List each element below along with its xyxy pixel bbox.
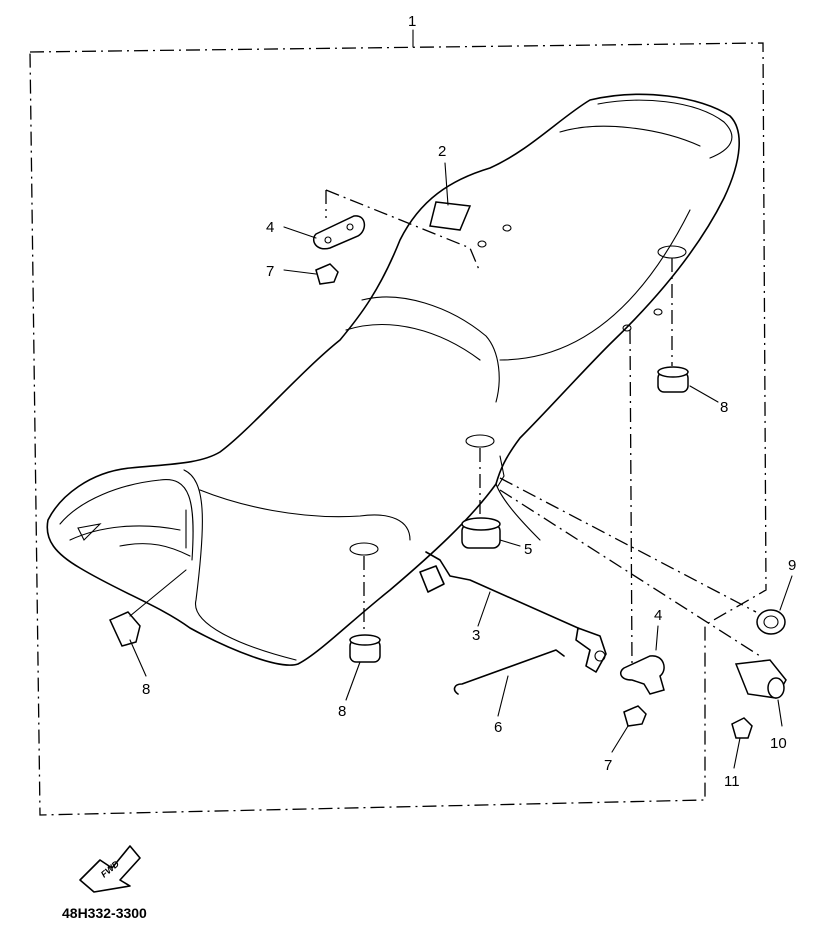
part-10-lock-cylinder bbox=[734, 659, 787, 699]
callout-2: 2 bbox=[438, 143, 446, 160]
leader-4-lower bbox=[655, 625, 659, 651]
leader-7-lower bbox=[611, 725, 629, 753]
part-6-cable bbox=[453, 649, 565, 695]
leader-10 bbox=[777, 699, 783, 727]
leader-7-upper bbox=[283, 269, 317, 275]
drawing-code: 48H332-3300 bbox=[62, 905, 147, 921]
callout-8-left: 8 bbox=[142, 681, 150, 698]
callout-5: 5 bbox=[524, 541, 532, 558]
leader-8-bottom bbox=[345, 661, 361, 701]
part-3-lock-rod bbox=[419, 551, 607, 673]
assembly-boundary bbox=[29, 42, 767, 816]
seat bbox=[46, 93, 740, 666]
callout-7-lower: 7 bbox=[604, 757, 612, 774]
fwd-arrow-icon: FWD bbox=[79, 845, 141, 893]
leader-4-upper bbox=[283, 226, 317, 239]
part-9-grommet bbox=[756, 609, 786, 635]
callout-3: 3 bbox=[472, 627, 480, 644]
callout-9: 9 bbox=[788, 557, 796, 574]
dash-guide-lower bbox=[629, 329, 633, 665]
leader-8-left bbox=[129, 639, 147, 677]
part-5-damper bbox=[461, 517, 501, 549]
part-7-nut-lower bbox=[623, 705, 647, 727]
leader-6 bbox=[497, 675, 509, 717]
leader-2 bbox=[444, 162, 449, 206]
callout-10: 10 bbox=[770, 735, 787, 752]
part-4-bracket-lower bbox=[619, 655, 665, 695]
part-8-damper-right bbox=[657, 366, 689, 393]
part-4-bracket-upper bbox=[312, 215, 366, 250]
dash-guide-9 bbox=[499, 477, 757, 613]
dash-guide-upper bbox=[325, 189, 481, 273]
leader-9 bbox=[779, 575, 793, 611]
callout-8-bottom: 8 bbox=[338, 703, 346, 720]
part-8-knob-left bbox=[109, 611, 141, 647]
callout-8-right: 8 bbox=[720, 399, 728, 416]
leader-11 bbox=[733, 737, 741, 769]
leader-3 bbox=[477, 591, 491, 627]
dash-guide-10 bbox=[499, 489, 761, 657]
leader-8-left-upper bbox=[129, 569, 187, 617]
callout-1: 1 bbox=[408, 13, 416, 30]
callout-7-upper: 7 bbox=[266, 263, 274, 280]
part-7-nut-upper bbox=[315, 263, 339, 285]
leader-5 bbox=[499, 539, 521, 547]
callout-4-upper: 4 bbox=[266, 219, 274, 236]
part-11-nut bbox=[731, 717, 753, 739]
part-8-damper-bottom bbox=[349, 634, 381, 663]
leader-8-right bbox=[689, 385, 719, 403]
part-2-label bbox=[429, 201, 472, 231]
callout-4-lower: 4 bbox=[654, 607, 662, 624]
callout-11: 11 bbox=[724, 773, 740, 790]
callout-6: 6 bbox=[494, 719, 502, 736]
